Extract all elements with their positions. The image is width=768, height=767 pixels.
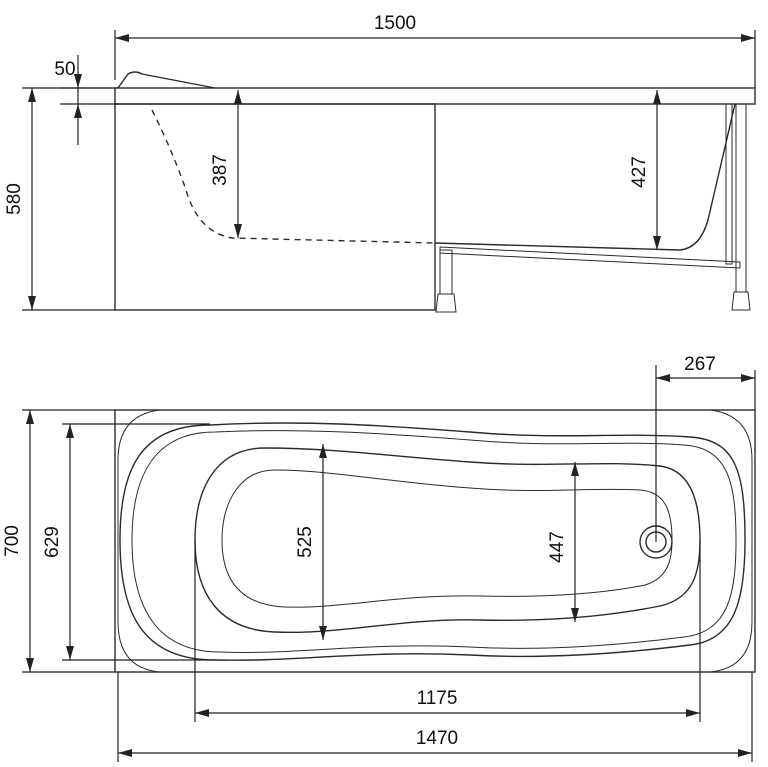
arrowhead [26, 658, 34, 672]
arrowhead [66, 424, 74, 438]
arrowhead [195, 709, 209, 717]
arrowhead [571, 462, 579, 476]
arrowhead [28, 296, 36, 310]
arrowhead [653, 90, 661, 104]
front-apron-panel [114, 103, 436, 311]
arrowhead [115, 34, 129, 42]
arrowhead [66, 646, 74, 660]
arrowhead [28, 88, 36, 102]
bowl-floor [221, 469, 673, 608]
arrowhead [118, 749, 132, 757]
arrowhead [653, 236, 661, 250]
arrowhead [234, 224, 242, 238]
dim-387-label: 387 [210, 154, 231, 186]
dim-1175-label: 1175 [417, 688, 458, 709]
support-leg-left [439, 249, 453, 295]
support-leg-right [735, 103, 747, 293]
tub-outer-outline [114, 409, 756, 673]
dim-1500-label: 1500 [374, 13, 416, 34]
dim-1470-label: 1470 [416, 728, 458, 749]
dim-447-label: 447 [547, 531, 568, 563]
dim-629-label: 629 [42, 526, 63, 558]
arrowhead [656, 374, 670, 382]
dim-700-label: 700 [2, 525, 23, 557]
dim-525-label: 525 [295, 526, 316, 558]
support-frame-rail [439, 246, 741, 269]
arrowhead [319, 626, 327, 640]
arrowhead [686, 709, 700, 717]
basin-outer-contour [119, 422, 746, 661]
arrowhead [234, 90, 242, 104]
arrowhead [741, 374, 755, 382]
arrowhead [74, 74, 82, 88]
arrowhead [738, 749, 752, 757]
bowl-edge [194, 447, 701, 634]
arrowhead [319, 444, 327, 458]
support-foot-right [731, 291, 751, 311]
hidden-bowl-outline [151, 109, 436, 244]
bowl-outline [434, 103, 736, 251]
arrowhead [74, 104, 82, 118]
dim-50-label: 50 [54, 59, 75, 80]
top-view: 267 700 629 525 447 1175 [2, 354, 756, 762]
basin-inner-contour [131, 430, 737, 653]
dim-580-label: 580 [4, 183, 25, 215]
arrowhead [571, 608, 579, 622]
arrowhead [741, 34, 755, 42]
side-view: 1500 50 580 387 427 [4, 13, 756, 313]
dim-267-label: 267 [684, 354, 716, 375]
arrowhead [26, 410, 34, 424]
dim-427-label: 427 [629, 156, 650, 188]
rim-outline [117, 409, 753, 673]
support-foot-left [435, 293, 457, 313]
support-leg-right-rear [725, 103, 733, 265]
headrest [117, 71, 216, 89]
